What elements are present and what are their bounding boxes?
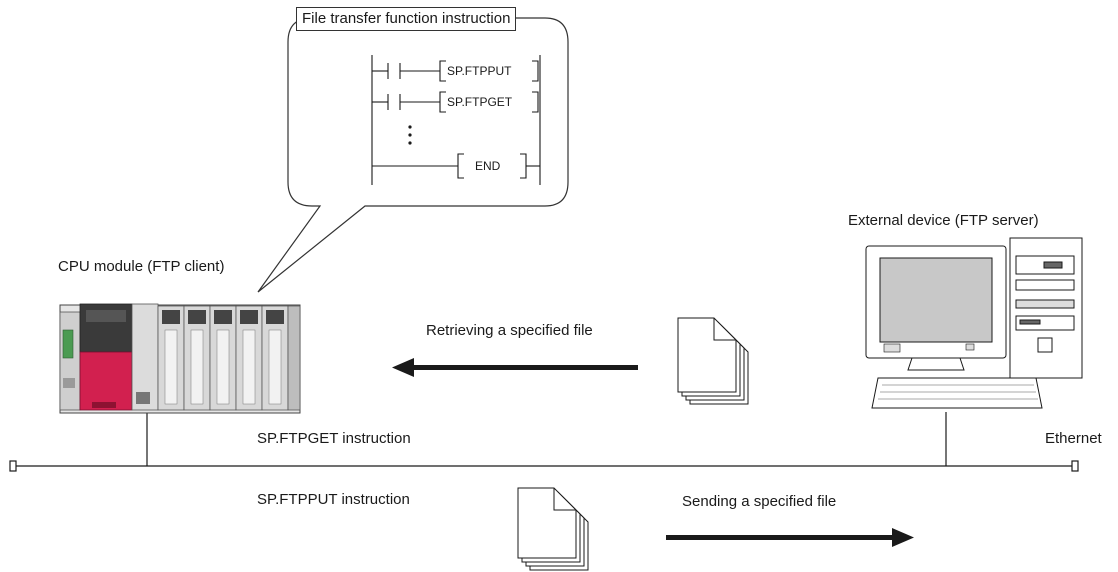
rung-ftpput xyxy=(372,60,539,82)
document-stack-icon xyxy=(677,317,749,405)
rung-ftpget xyxy=(372,91,539,113)
ethernet-label: Ethernet xyxy=(1045,430,1102,447)
sending-label: Sending a specified file xyxy=(682,493,837,510)
monitor-stand xyxy=(907,357,965,371)
ftpget-instruction-label: SP.FTPGET instruction xyxy=(257,430,411,447)
io-modules xyxy=(157,305,289,411)
ladder-diagram xyxy=(371,55,541,185)
external-device-label: External device (FTP server) xyxy=(848,212,1039,229)
monitor-screen xyxy=(879,257,993,343)
ethernet-line xyxy=(9,412,1079,472)
ladder-end-label: END xyxy=(475,159,501,173)
callout-bubble xyxy=(257,17,569,293)
bracket-left xyxy=(439,60,446,82)
plc-cpu-icon xyxy=(59,303,301,414)
arrow-right-icon xyxy=(666,528,914,547)
ftpput-instruction-label: SP.FTPPUT instruction xyxy=(257,491,410,508)
retrieving-label: Retrieving a specified file xyxy=(426,322,593,339)
document-stack-icon xyxy=(517,487,589,571)
ladder-instruction-2: SP.FTPGET xyxy=(447,95,513,109)
cpu-module-label: CPU module (FTP client) xyxy=(58,258,225,275)
ladder-instruction-1: SP.FTPPUT xyxy=(447,64,512,78)
callout-title: File transfer function instruction xyxy=(296,7,517,31)
ellipsis-dots xyxy=(408,125,412,145)
bracket-right xyxy=(532,60,539,82)
arrow-left-icon xyxy=(392,358,638,377)
keyboard xyxy=(871,377,1043,409)
desktop-computer-icon xyxy=(865,237,1083,409)
rung-end xyxy=(372,153,540,179)
